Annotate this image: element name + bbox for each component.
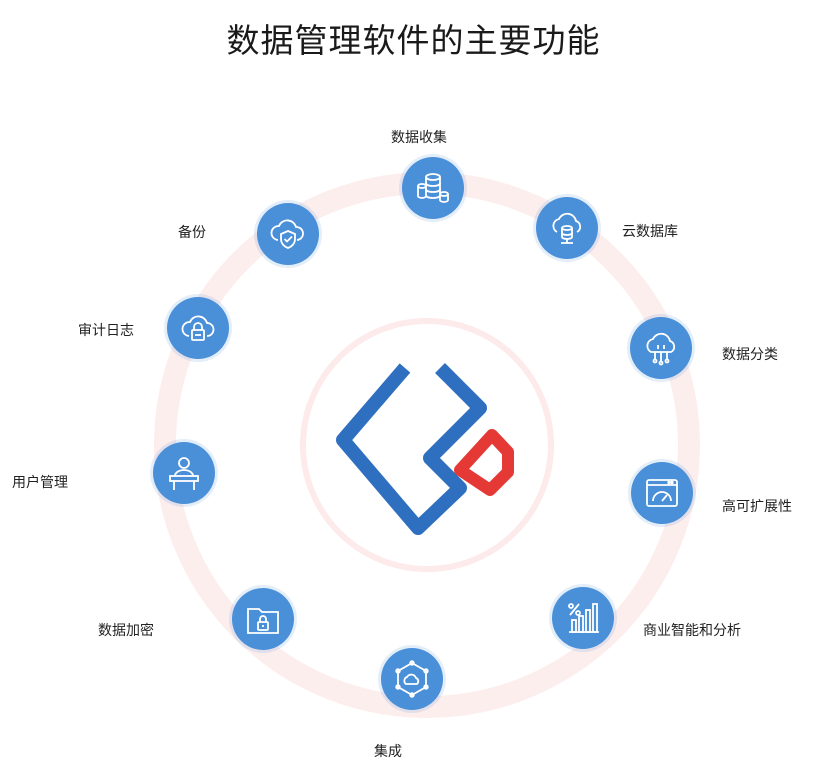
node-integration[interactable] (381, 648, 443, 710)
node-backup[interactable] (257, 203, 319, 265)
database-stack-icon (417, 173, 449, 203)
logo-blue-chevron (336, 363, 487, 535)
node-cloud-database[interactable] (536, 197, 598, 259)
label-audit-log: 审计日志 (78, 323, 134, 339)
label-data-classification: 数据分类 (722, 347, 778, 363)
folder-lock-icon (247, 608, 279, 634)
cloud-database-icon (552, 212, 582, 244)
cloud-hexagon-network-icon (395, 660, 429, 698)
node-audit-log[interactable] (167, 297, 229, 359)
node-data-collection[interactable] (402, 157, 464, 219)
label-data-encryption: 数据加密 (98, 623, 154, 639)
node-bi-analytics[interactable] (552, 587, 614, 649)
node-data-encryption[interactable] (232, 588, 294, 650)
node-user-management[interactable] (153, 442, 215, 504)
inner-ring (300, 318, 554, 572)
cloud-network-icon (646, 332, 676, 366)
node-scalability[interactable] (631, 462, 693, 524)
user-podium-icon (169, 457, 199, 490)
logo-red-shape (454, 429, 514, 496)
label-scalability: 高可扩展性 (722, 499, 792, 515)
central-logo (336, 363, 514, 535)
label-data-collection: 数据收集 (391, 130, 447, 146)
label-bi-analytics: 商业智能和分析 (643, 623, 741, 639)
node-data-classification[interactable] (630, 317, 692, 379)
percent-bar-chart-icon (568, 603, 599, 633)
page-title: 数据管理软件的主要功能 (226, 21, 601, 60)
label-backup: 备份 (178, 225, 206, 241)
label-integration: 集成 (374, 744, 402, 760)
label-cloud-database: 云数据库 (622, 224, 678, 240)
gauge-window-icon (646, 479, 678, 507)
label-user-management: 用户管理 (12, 475, 68, 491)
cloud-shield-icon (270, 219, 304, 249)
cloud-lock-icon (181, 315, 215, 341)
